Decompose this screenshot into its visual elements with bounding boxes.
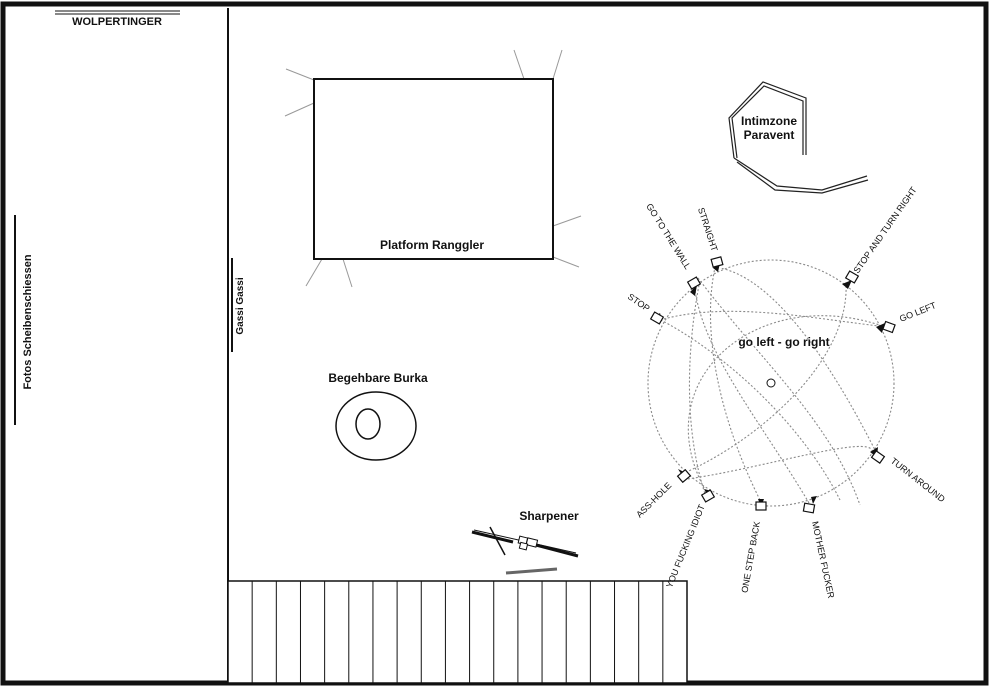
sharpener-label: Sharpener bbox=[519, 509, 579, 523]
speaker-box bbox=[870, 450, 886, 464]
wolpertinger-label: WOLPERTINGER bbox=[72, 16, 162, 28]
left-column-divider bbox=[227, 8, 229, 684]
speaker-box bbox=[844, 270, 860, 284]
speaker-box bbox=[676, 468, 692, 484]
path-2 bbox=[709, 262, 761, 501]
platform-ranggler bbox=[313, 78, 554, 260]
command-label: MOTHER FUCKER bbox=[810, 520, 836, 599]
bench-frame bbox=[227, 580, 688, 684]
wolpertinger-wall bbox=[55, 10, 180, 15]
path-7 bbox=[679, 445, 873, 481]
platform-label: Platform Ranggler bbox=[380, 238, 484, 252]
burka-outer bbox=[335, 391, 417, 461]
path-8 bbox=[697, 277, 861, 506]
speaker-box bbox=[755, 501, 767, 511]
burka-inner bbox=[355, 408, 381, 440]
path-10 bbox=[688, 279, 707, 498]
gassi-label: Gassi Gassi bbox=[235, 277, 246, 334]
speaker-boxes bbox=[649, 256, 896, 514]
command-label: STOP AND TURN RIGHT bbox=[851, 185, 919, 276]
center-point bbox=[766, 378, 776, 388]
command-label: STOP bbox=[626, 291, 652, 313]
command-label: TURN AROUND bbox=[889, 456, 948, 505]
intimzone-label-line1: Intimzone bbox=[741, 114, 797, 128]
speaker-box bbox=[710, 256, 724, 268]
movement-circle bbox=[647, 259, 895, 507]
path-1 bbox=[681, 282, 847, 475]
bench-slats bbox=[227, 580, 688, 684]
platform-rays bbox=[284, 49, 582, 288]
command-label: GO TO THE WALL bbox=[644, 202, 693, 271]
intimzone-label-line2: Paravent bbox=[744, 128, 795, 142]
speaker-box bbox=[649, 311, 665, 325]
command-label: STRAIGHT bbox=[696, 206, 720, 253]
command-label: GO LEFT bbox=[898, 300, 938, 324]
speaker-box bbox=[882, 320, 896, 334]
path-6 bbox=[656, 317, 841, 501]
command-label: ONE STEP BACK bbox=[740, 521, 762, 594]
sharpener-rail bbox=[505, 567, 558, 575]
command-label: YOU FUCKING IDIOT bbox=[664, 503, 707, 590]
burka-label: Begehbare Burka bbox=[328, 371, 428, 385]
path-3 bbox=[687, 315, 889, 496]
fotos-label: Fotos Scheibenschiessen bbox=[22, 254, 34, 389]
bicycle-icon bbox=[471, 526, 579, 558]
speaker-box bbox=[802, 502, 816, 514]
speaker-box bbox=[700, 489, 716, 503]
path-5 bbox=[719, 267, 879, 457]
command-label: ASS-HOLE bbox=[634, 480, 673, 519]
center-label: go left - go right bbox=[738, 335, 829, 349]
speaker-box bbox=[686, 276, 702, 290]
path-4 bbox=[693, 281, 810, 504]
paravent-screen bbox=[728, 81, 869, 194]
movement-field bbox=[647, 259, 895, 507]
